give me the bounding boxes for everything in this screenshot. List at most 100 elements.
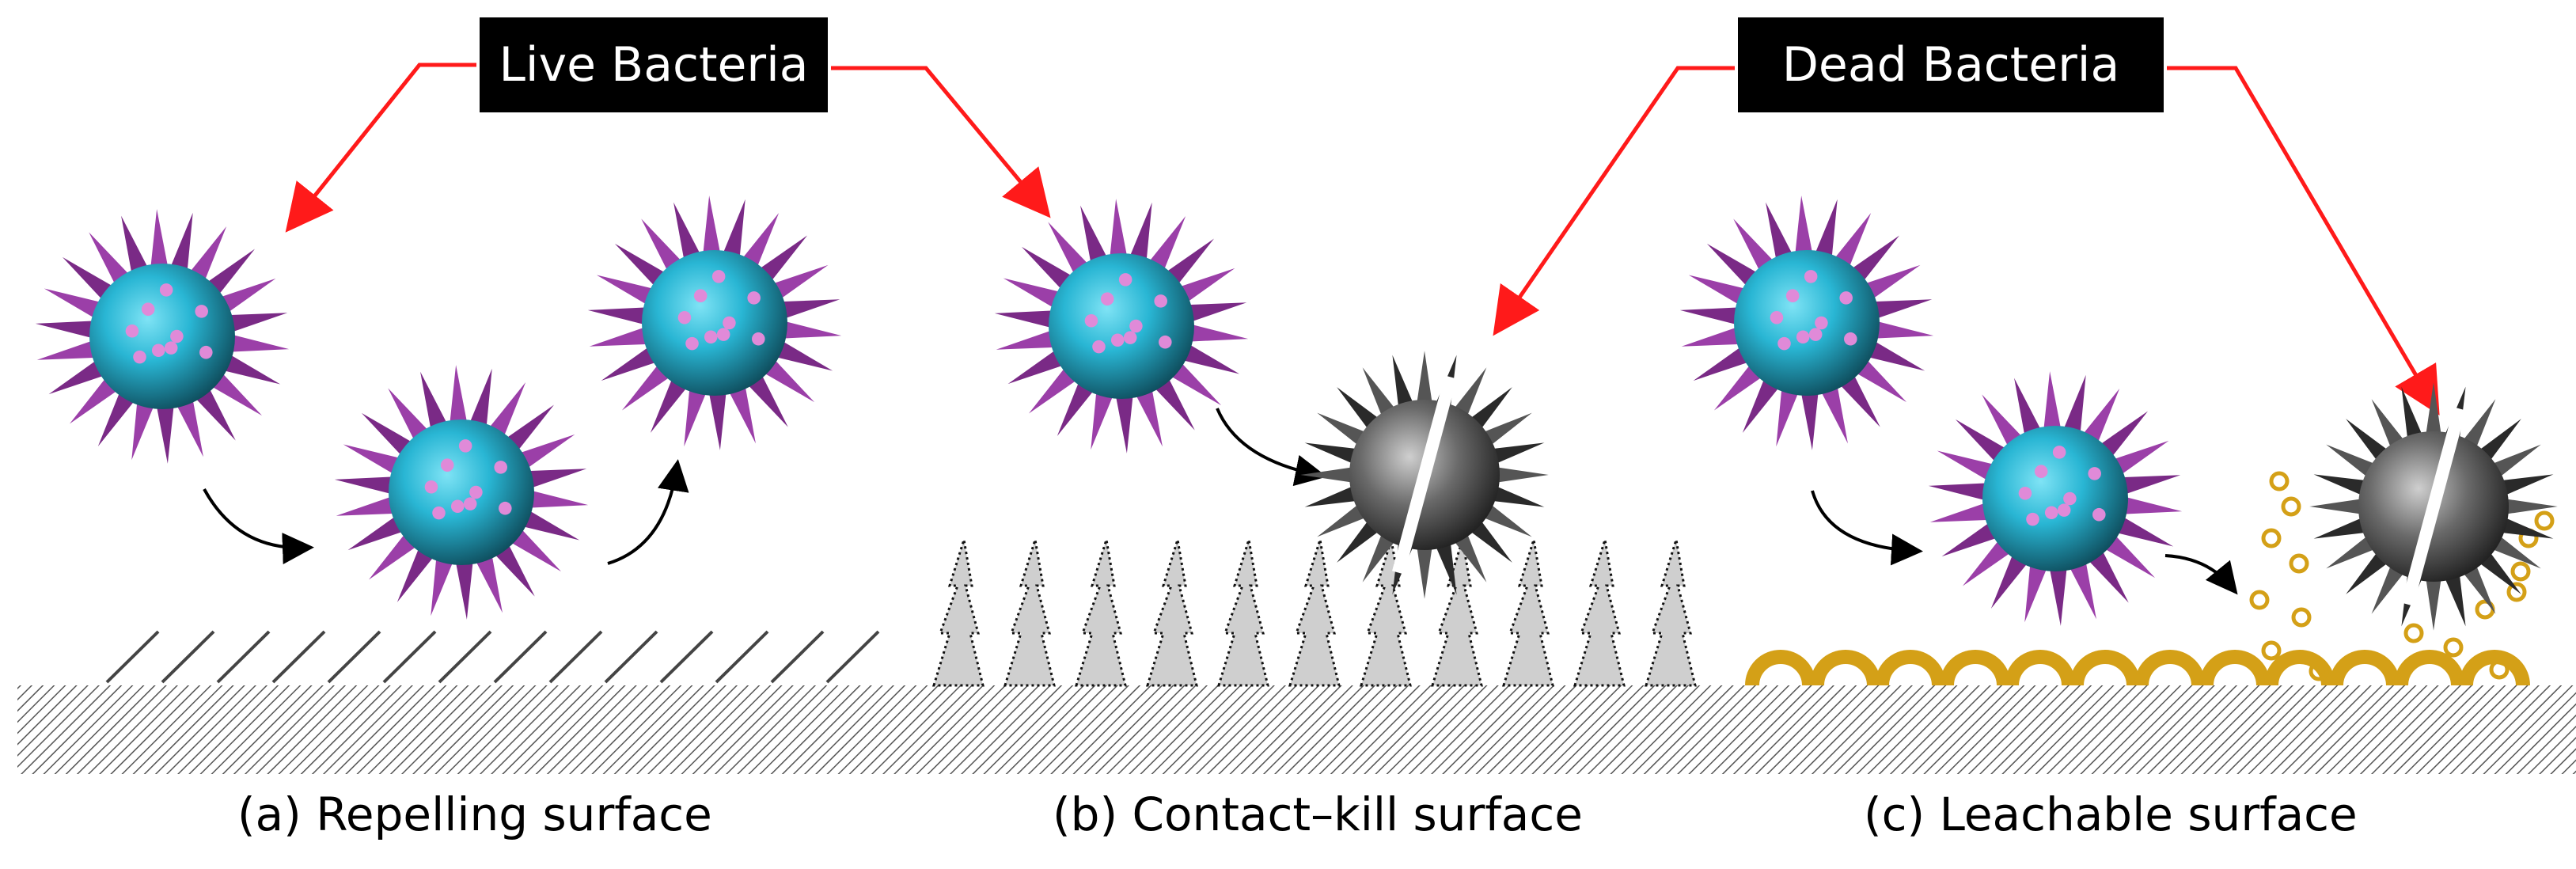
bacterium-pore — [2026, 512, 2039, 526]
dead-bacteria-pointers — [1493, 66, 2440, 416]
biocide-particle — [2249, 590, 2270, 610]
contact-kill-spike — [1145, 539, 1198, 687]
bacterium-spike — [1415, 537, 1434, 599]
cell-rupture — [1392, 375, 1457, 575]
bacterium-spike — [2113, 475, 2181, 497]
bacterium-body — [89, 264, 235, 409]
live-bacterium — [1679, 195, 1934, 450]
bacterium-spike — [1179, 302, 1247, 324]
bacterium-spike — [336, 494, 404, 516]
bacterium-spike — [519, 469, 587, 491]
biocide-particle — [2269, 471, 2290, 491]
leachable-ring — [1940, 650, 2011, 686]
bacterium-pore — [1123, 331, 1137, 344]
leachable-ring — [2459, 650, 2530, 686]
bacterium-spike — [2313, 474, 2375, 499]
bacterium-spike — [1679, 306, 1747, 327]
caption-contact-kill-surface: (b) Contact–kill surface — [1053, 787, 1583, 841]
bacterium-spike — [1181, 322, 1249, 343]
bacterium-pore — [199, 345, 213, 359]
bacterium-spike — [2492, 514, 2554, 539]
bacterium-spike — [1487, 465, 1549, 484]
bacterium-pore — [704, 330, 718, 344]
bacterium-spike — [121, 215, 152, 282]
bacterium-pore — [463, 497, 477, 510]
repelling-brush-line — [271, 630, 326, 684]
bacterium-spike — [2401, 386, 2426, 448]
biocide-particle — [2281, 496, 2301, 517]
bacterium-spike — [2492, 474, 2554, 499]
bacterium-spike — [173, 391, 203, 457]
bacterium-pore — [141, 302, 155, 316]
bacterium-pore — [1084, 313, 1098, 328]
bacterium-spike — [707, 383, 727, 450]
bacterium-spike — [131, 393, 157, 461]
bacterium-spike — [994, 309, 1062, 330]
bacterium-pore — [716, 328, 730, 341]
bacterium-spike — [2014, 378, 2045, 444]
repelling-brush-line — [825, 630, 880, 684]
bacterium-pore — [2092, 507, 2106, 522]
bacterium-pore — [2063, 491, 2077, 506]
bacterium-spike — [420, 371, 451, 438]
bacteria-group — [35, 195, 2558, 631]
bacterium-pore — [2088, 467, 2101, 480]
bacterium-pore — [1839, 291, 1853, 305]
repelling-brush-line — [438, 630, 492, 684]
biocide-particle — [2534, 510, 2555, 531]
leachable-ring — [2394, 650, 2465, 686]
bacterium-pore — [151, 343, 165, 358]
bacterium-spike — [774, 319, 842, 340]
leachable-agent-layer — [1745, 650, 2530, 686]
bacterium-pore — [1100, 292, 1114, 305]
bacterium-pore — [1118, 273, 1132, 287]
bacterium-spike — [453, 552, 474, 620]
bacterium-spike — [673, 202, 704, 268]
repelling-brush-line — [715, 630, 769, 684]
contact-kill-spike — [1501, 539, 1554, 687]
contact-kill-spike — [1644, 539, 1697, 687]
contact-kill-spike — [1288, 539, 1341, 687]
contact-kill-spike — [1074, 539, 1127, 687]
bacterium-spike — [1776, 379, 1802, 447]
bacterium-spike — [2496, 497, 2558, 516]
bacterium-pore — [469, 485, 483, 499]
bacterium-spike — [449, 365, 469, 432]
repelling-brush-line — [659, 630, 714, 684]
bacterium-spike — [719, 199, 745, 267]
bacterium-pore — [2057, 503, 2071, 517]
leachable-ring — [1875, 650, 1946, 686]
biocide-particle — [2309, 661, 2329, 681]
live-bacterium — [334, 365, 589, 620]
biocide-particle — [2291, 607, 2312, 628]
bacterium-pore — [677, 310, 692, 324]
bacterium-pore — [133, 350, 146, 364]
bacterium-spike — [1126, 202, 1152, 270]
biocide-particle — [2489, 659, 2510, 680]
contact-kill-spike — [931, 539, 984, 687]
bacterium-body — [1049, 253, 1194, 399]
bacterium-pore — [711, 270, 726, 283]
leachable-ring — [2070, 650, 2141, 686]
bacterium-pore — [1785, 289, 1800, 302]
bacterium-pore — [2034, 465, 2048, 478]
bacterium-spike — [725, 378, 756, 444]
bacterium-spike — [1866, 319, 1934, 340]
bacterium-pore — [723, 316, 736, 330]
bacterium-pore — [747, 291, 761, 305]
bacterium-spike — [2424, 382, 2443, 444]
bacterium-spike — [1817, 378, 1848, 444]
contact-kill-spike — [1573, 539, 1626, 687]
bacterium-pore — [494, 461, 507, 474]
bacterium-pore — [693, 289, 708, 302]
live-bacterium — [994, 199, 1249, 453]
bacterium-pore — [685, 336, 699, 351]
bacterium-body — [1734, 250, 1880, 396]
bacterium-spike — [1929, 500, 1997, 522]
bacterium-pore — [1110, 333, 1125, 347]
live-pointer-left — [285, 63, 476, 233]
bacterium-pore — [1796, 330, 1810, 344]
leachable-ring — [1745, 650, 1816, 686]
bacterium-spike — [2309, 497, 2371, 516]
leachable-ring — [2134, 650, 2206, 686]
